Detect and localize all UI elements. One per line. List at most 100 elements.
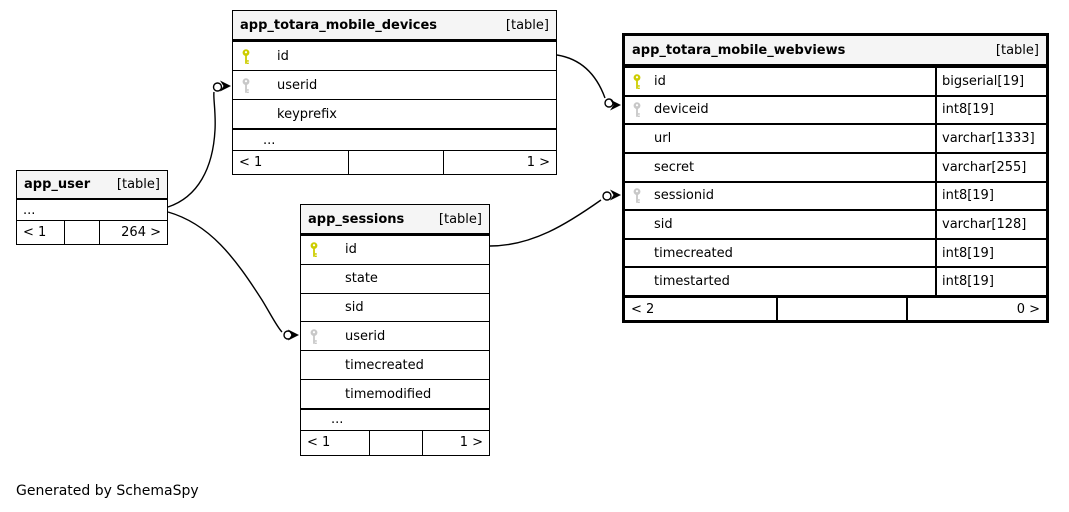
relationship-line-user-sessions bbox=[167, 211, 299, 341]
column-row-sid: sid bbox=[301, 292, 489, 322]
foreign-key-icon bbox=[241, 77, 253, 94]
table-app-sessions[interactable]: app_sessions [table] id state sid userid… bbox=[300, 204, 490, 456]
column-name: id bbox=[345, 242, 357, 258]
table-tag: [table] bbox=[116, 177, 160, 192]
relationship-line-sessions-webviews bbox=[489, 189, 621, 247]
column-row-sid: sid varchar[128] bbox=[625, 209, 1046, 238]
column-type: int8[19] bbox=[935, 268, 1046, 295]
footer-middle-cell bbox=[64, 221, 100, 244]
column-type: varchar[128] bbox=[935, 211, 1046, 238]
column-row-id: id bbox=[233, 41, 556, 70]
no-key-spacer bbox=[309, 270, 321, 287]
column-name: timecreated bbox=[654, 245, 733, 261]
table-header[interactable]: app_sessions [table] bbox=[301, 205, 489, 235]
foreign-key-icon bbox=[632, 101, 644, 118]
footer-children-count: 0 > bbox=[1016, 301, 1040, 317]
ellipsis-text: ... bbox=[263, 132, 276, 148]
table-tag: [table] bbox=[995, 42, 1039, 58]
no-key-spacer bbox=[309, 299, 321, 316]
column-name: id bbox=[654, 73, 666, 89]
footer-parents-count: < 1 bbox=[307, 435, 331, 451]
generator-note: Generated by SchemaSpy bbox=[16, 483, 199, 499]
footer-middle-cell bbox=[776, 298, 908, 320]
column-name: timecreated bbox=[345, 357, 424, 373]
column-type: int8[19] bbox=[935, 182, 1046, 210]
column-name: secret bbox=[654, 159, 695, 175]
table-app-user[interactable]: app_user [table] ... < 1 264 > bbox=[16, 170, 168, 245]
column-name: keyprefix bbox=[277, 106, 337, 122]
column-name: id bbox=[277, 48, 289, 64]
foreign-key-icon bbox=[309, 328, 321, 345]
table-tag: [table] bbox=[505, 17, 549, 33]
column-name: timemodified bbox=[345, 386, 432, 402]
table-name[interactable]: app_user bbox=[24, 177, 91, 192]
no-key-spacer bbox=[241, 106, 253, 123]
foreign-key-icon bbox=[632, 187, 644, 204]
column-name: sessionid bbox=[654, 188, 714, 204]
column-type: varchar[255] bbox=[935, 153, 1046, 181]
column-row-url: url varchar[1333] bbox=[625, 123, 1046, 152]
column-name: timestarted bbox=[654, 274, 730, 290]
table-name[interactable]: app_totara_mobile_devices bbox=[240, 17, 438, 33]
column-row-timestarted: timestarted int8[19] bbox=[625, 266, 1046, 295]
footer-children-count: 1 > bbox=[526, 155, 550, 170]
column-row-state: state bbox=[301, 263, 489, 293]
footer-middle-cell bbox=[348, 151, 444, 174]
footer-parents-count: < 2 bbox=[631, 301, 655, 317]
column-name: deviceid bbox=[654, 102, 709, 118]
hidden-columns-ellipsis: ... bbox=[301, 407, 489, 430]
no-key-spacer bbox=[309, 357, 321, 374]
column-type: bigserial[19] bbox=[935, 68, 1046, 95]
footer-children-count: 1 > bbox=[459, 435, 483, 451]
primary-key-icon bbox=[632, 73, 644, 90]
table-footer: < 1 1 > bbox=[301, 429, 489, 455]
column-row-timemodified: timemodified bbox=[301, 379, 489, 408]
column-name: userid bbox=[345, 328, 386, 344]
footer-parents-count: < 1 bbox=[23, 225, 47, 240]
footer-children-count: 264 > bbox=[121, 225, 161, 240]
hidden-columns-ellipsis: ... bbox=[17, 200, 167, 220]
ellipsis-text: ... bbox=[331, 412, 344, 428]
table-footer: < 2 0 > bbox=[625, 295, 1046, 320]
table-name[interactable]: app_totara_mobile_webviews bbox=[632, 42, 846, 58]
footer-middle-cell bbox=[369, 430, 423, 455]
column-name: sid bbox=[345, 300, 364, 316]
table-header[interactable]: app_totara_mobile_webviews [table] bbox=[625, 36, 1046, 66]
no-key-spacer bbox=[632, 159, 644, 176]
table-app-totara-mobile-devices[interactable]: app_totara_mobile_devices [table] id use… bbox=[232, 10, 557, 175]
column-type: int8[19] bbox=[935, 239, 1046, 267]
table-footer: < 1 264 > bbox=[17, 220, 167, 244]
column-name: sid bbox=[654, 216, 673, 232]
column-type: int8[19] bbox=[935, 96, 1046, 124]
column-name: state bbox=[345, 271, 378, 287]
footer-parents-count: < 1 bbox=[239, 155, 263, 170]
no-key-spacer bbox=[632, 216, 644, 233]
table-header[interactable]: app_totara_mobile_devices [table] bbox=[233, 11, 556, 41]
column-row-timecreated: timecreated bbox=[301, 350, 489, 379]
relationship-line-user-devices bbox=[167, 80, 231, 208]
hidden-columns-ellipsis: ... bbox=[233, 128, 556, 150]
relationship-line-devices-webviews bbox=[556, 54, 621, 111]
column-row-id: id bigserial[19] bbox=[625, 66, 1046, 95]
no-key-spacer bbox=[309, 386, 321, 403]
primary-key-icon bbox=[309, 241, 321, 258]
column-row-timecreated: timecreated int8[19] bbox=[625, 237, 1046, 267]
column-row-sessionid: sessionid int8[19] bbox=[625, 180, 1046, 210]
column-name: url bbox=[654, 131, 672, 147]
table-header[interactable]: app_user [table] bbox=[17, 171, 167, 200]
ellipsis-text: ... bbox=[23, 202, 36, 218]
column-row-keyprefix: keyprefix bbox=[233, 99, 556, 128]
no-key-spacer bbox=[632, 130, 644, 147]
no-key-spacer bbox=[632, 245, 644, 262]
column-row-id: id bbox=[301, 235, 489, 264]
table-app-totara-mobile-webviews[interactable]: app_totara_mobile_webviews [table] id bi… bbox=[622, 33, 1049, 323]
table-tag: [table] bbox=[438, 211, 482, 227]
column-type: varchar[1333] bbox=[935, 125, 1046, 152]
table-name[interactable]: app_sessions bbox=[308, 211, 405, 227]
column-row-userid: userid bbox=[233, 70, 556, 99]
column-row-secret: secret varchar[255] bbox=[625, 151, 1046, 181]
column-row-deviceid: deviceid int8[19] bbox=[625, 94, 1046, 124]
primary-key-icon bbox=[241, 48, 253, 65]
